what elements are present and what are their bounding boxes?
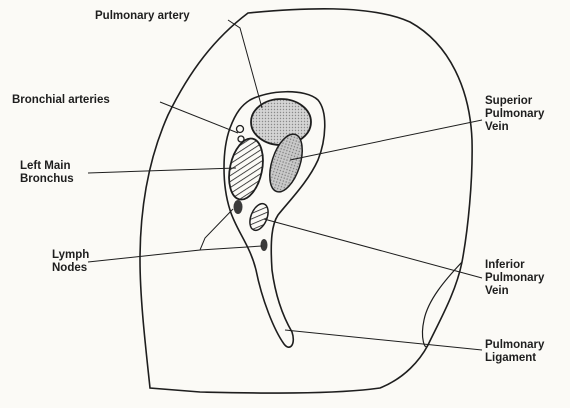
pulmonary-artery-shape	[251, 99, 311, 145]
leader-lymph-nodes-2	[200, 246, 262, 250]
bronchial-artery-1	[237, 126, 244, 133]
left-main-bronchus-shape	[224, 135, 268, 202]
leader-pulmonary-ligament	[285, 330, 482, 350]
leader-pulmonary-artery	[228, 20, 262, 108]
label-pulmonary-artery: Pulmonary artery	[95, 10, 190, 23]
lung-notch	[423, 262, 462, 347]
lymph-node-1	[234, 200, 243, 214]
label-bronchial-arteries: Bronchial arteries	[12, 94, 110, 107]
label-superior-pulmonary-vein: Superior Pulmonary Vein	[485, 95, 544, 134]
label-inferior-pulmonary-vein: Inferior Pulmonary Vein	[485, 259, 544, 298]
label-lymph-nodes: Lymph Nodes	[52, 249, 89, 275]
leader-lymph-nodes	[88, 209, 233, 262]
lymph-node-2	[261, 239, 268, 251]
label-pulmonary-ligament: Pulmonary Ligament	[485, 339, 544, 365]
bronchial-artery-2	[238, 136, 244, 142]
inferior-pulmonary-vein-shape	[246, 201, 271, 233]
leader-superior-pulmonary-vein	[290, 120, 482, 160]
label-left-main-bronchus: Left Main Bronchus	[20, 160, 74, 186]
leader-inferior-pulmonary-vein	[264, 219, 482, 278]
leader-left-main-bronchus	[88, 168, 236, 173]
leader-bronchial-arteries	[160, 102, 238, 133]
